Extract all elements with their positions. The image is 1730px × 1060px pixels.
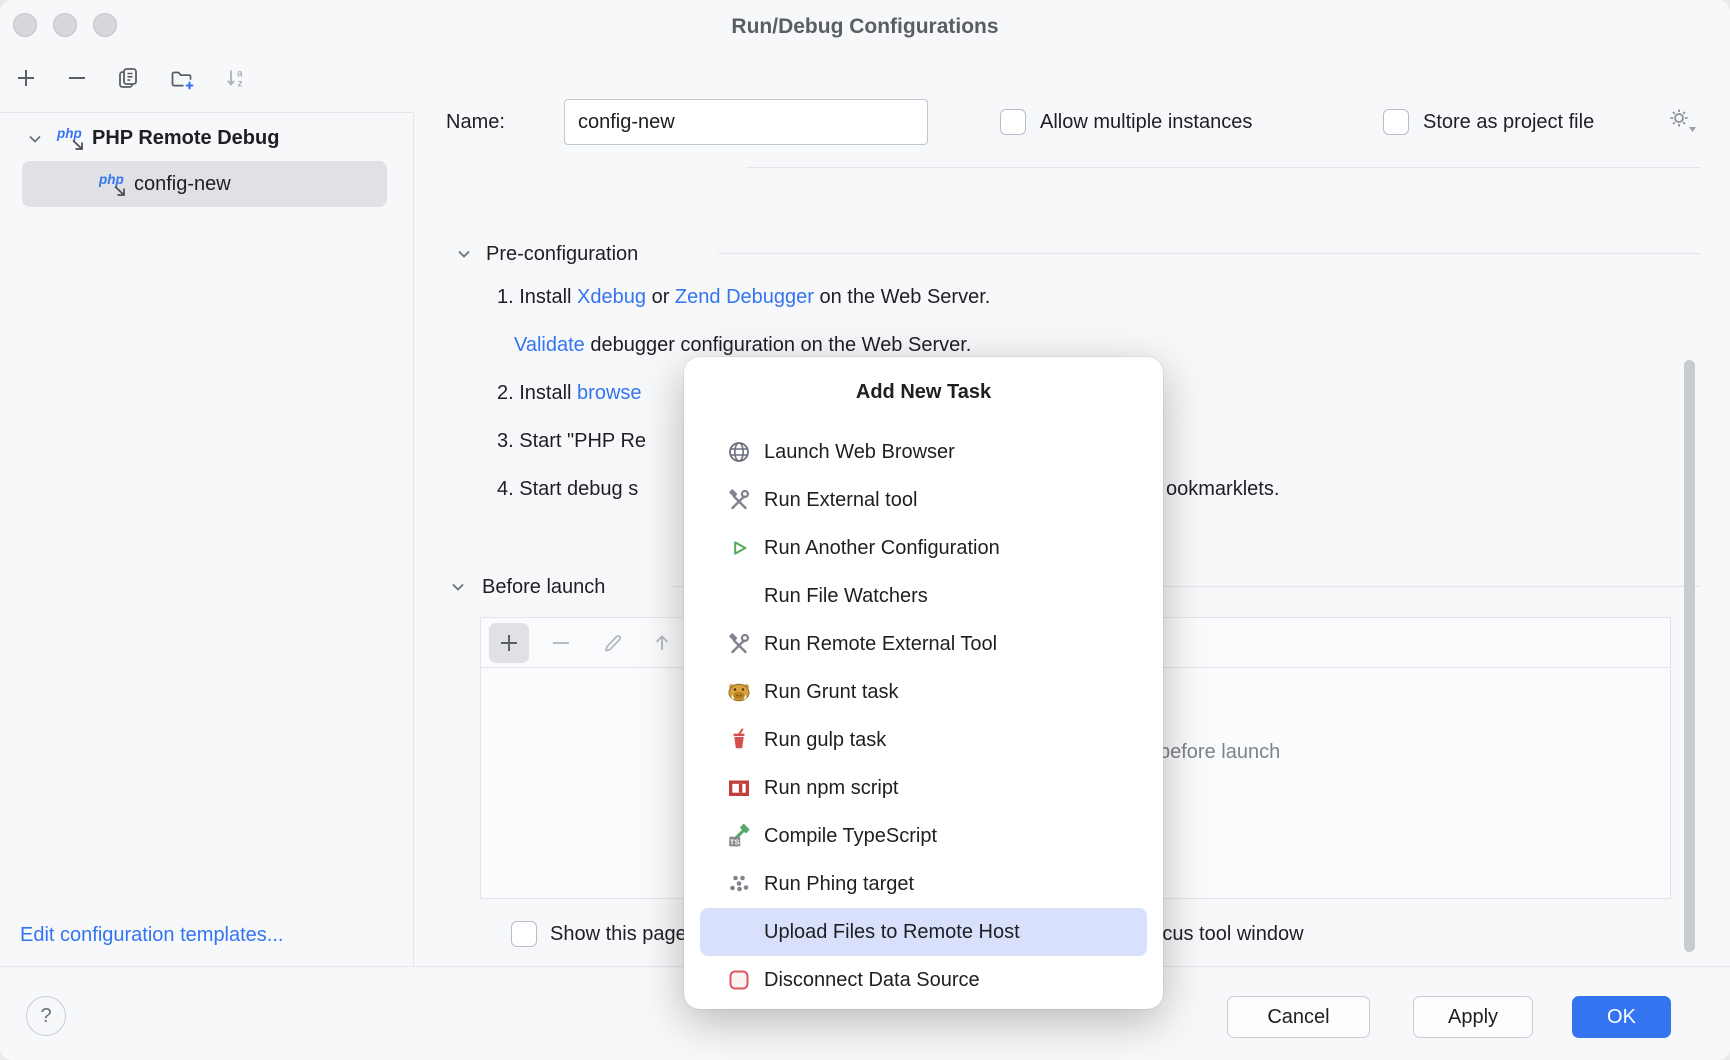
store-as-project-file-checkbox[interactable]: [1383, 109, 1409, 135]
add-configuration-button[interactable]: [4, 56, 48, 100]
pre-configuration-step-4-tail: ookmarklets.: [1166, 467, 1279, 511]
validate-link[interactable]: Validate: [514, 334, 585, 356]
svg-text:TS: TS: [730, 837, 740, 846]
menu-item-run-phing-target[interactable]: Run Phing target: [700, 860, 1147, 908]
add-new-task-popup: Add New Task Launch Web Browser: [684, 357, 1163, 1009]
typescript-icon: TS: [726, 823, 752, 849]
xdebug-link[interactable]: Xdebug: [577, 286, 646, 308]
cancel-button[interactable]: Cancel: [1227, 996, 1370, 1038]
no-icon: [726, 583, 752, 609]
menu-item-run-remote-external-tool[interactable]: Run Remote External Tool: [700, 620, 1147, 668]
phing-icon: [726, 871, 752, 897]
menu-item-run-external-tool[interactable]: Run External tool: [700, 476, 1147, 524]
store-as-project-file-label: Store as project file: [1423, 100, 1594, 144]
browser-extension-link[interactable]: browse: [577, 382, 641, 404]
add-icon: [496, 630, 522, 656]
new-folder-icon: [169, 65, 196, 92]
tree-group-php-remote-debug[interactable]: php PHP Remote Debug: [22, 116, 402, 160]
external-tool-icon: [726, 631, 752, 657]
chevron-down-icon[interactable]: [456, 246, 472, 262]
pre-configuration-title: Pre-configuration: [486, 232, 638, 276]
edit-configuration-templates-link[interactable]: Edit configuration templates...: [20, 913, 283, 957]
data-source-icon: [726, 967, 752, 993]
dialog-title: Run/Debug Configurations: [0, 12, 1730, 42]
copy-configuration-button[interactable]: [106, 56, 150, 100]
popup-title: Add New Task: [684, 372, 1163, 412]
move-task-up-button[interactable]: [642, 623, 682, 663]
zend-debugger-link[interactable]: Zend Debugger: [675, 286, 814, 308]
apply-button[interactable]: Apply: [1413, 996, 1533, 1038]
pre-configuration-rule: [718, 253, 1700, 254]
pre-configuration-step-1: 1. Install Xdebug or Zend Debugger on th…: [497, 275, 990, 319]
tree-item-config-new[interactable]: php config-new: [22, 161, 387, 207]
add-icon: [13, 65, 39, 91]
ok-button[interactable]: OK: [1572, 996, 1671, 1038]
name-label: Name:: [446, 100, 505, 144]
chevron-down-icon[interactable]: [450, 579, 466, 595]
focus-tool-window-label: Focus tool window: [1139, 912, 1304, 956]
edit-icon: [600, 630, 626, 656]
no-icon: [726, 919, 752, 945]
remove-icon: [548, 630, 574, 656]
php-remote-debug-icon: php: [98, 171, 136, 199]
php-remote-debug-icon: php: [56, 125, 94, 153]
store-options-button[interactable]: [1666, 105, 1698, 135]
run-configuration-icon: [726, 535, 752, 561]
menu-item-run-npm-script[interactable]: Run npm script: [700, 764, 1147, 812]
show-this-page-label: Show this page: [550, 912, 687, 956]
add-task-button[interactable]: [489, 623, 529, 663]
web-browser-icon: [726, 439, 752, 465]
help-button[interactable]: ?: [26, 996, 66, 1036]
show-this-page-checkbox[interactable]: [511, 921, 537, 947]
edit-task-button[interactable]: [593, 623, 633, 663]
menu-item-run-file-watchers[interactable]: Run File Watchers: [700, 572, 1147, 620]
grunt-icon: [726, 679, 752, 705]
tree-item-label: config-new: [134, 162, 231, 206]
before-launch-empty-text: before launch: [1159, 730, 1280, 774]
gulp-icon: [726, 727, 752, 753]
remove-task-button[interactable]: [541, 623, 581, 663]
name-input[interactable]: [564, 99, 928, 145]
svg-text:php: php: [56, 126, 82, 141]
svg-text:php: php: [98, 172, 124, 187]
sidebar-divider: [413, 112, 414, 966]
vertical-scrollbar[interactable]: [1684, 360, 1695, 952]
allow-multiple-instances-checkbox[interactable]: [1000, 109, 1026, 135]
sort-configurations-button[interactable]: a z: [214, 56, 258, 100]
pre-configuration-step-4: 4. Start debug s: [497, 467, 638, 511]
copy-icon: [115, 65, 141, 91]
new-folder-button[interactable]: [160, 56, 204, 100]
before-launch-title: Before launch: [482, 565, 605, 609]
menu-item-disconnect-data-source[interactable]: Disconnect Data Source: [700, 956, 1147, 1004]
pre-configuration-step-3: 3. Start "PHP Re: [497, 419, 646, 463]
pre-configuration-step-2: 2. Install browse: [497, 371, 642, 415]
remove-icon: [64, 65, 90, 91]
remove-configuration-button[interactable]: [55, 56, 99, 100]
menu-item-run-another-configuration[interactable]: Run Another Configuration: [700, 524, 1147, 572]
gear-icon: [1666, 105, 1698, 135]
allow-multiple-instances-label: Allow multiple instances: [1040, 100, 1252, 144]
menu-item-launch-web-browser[interactable]: Launch Web Browser: [700, 428, 1147, 476]
sidebar-toolbar-divider: [0, 112, 413, 113]
move-up-icon: [649, 630, 675, 656]
chevron-down-icon: [27, 131, 43, 147]
tree-group-label: PHP Remote Debug: [92, 116, 279, 160]
svg-text:z: z: [238, 79, 243, 90]
menu-item-run-gulp-task[interactable]: Run gulp task: [700, 716, 1147, 764]
menu-item-run-grunt-task[interactable]: Run Grunt task: [700, 668, 1147, 716]
sort-alphabetically-icon: a z: [223, 65, 249, 91]
add-new-task-menu: Launch Web Browser Run External tool: [684, 428, 1163, 1004]
menu-item-upload-files-to-remote-host[interactable]: Upload Files to Remote Host: [700, 908, 1147, 956]
menu-item-compile-typescript[interactable]: TS Compile TypeScript: [700, 812, 1147, 860]
header-separator: [746, 167, 1700, 168]
external-tool-icon: [726, 487, 752, 513]
npm-icon: [726, 775, 752, 801]
